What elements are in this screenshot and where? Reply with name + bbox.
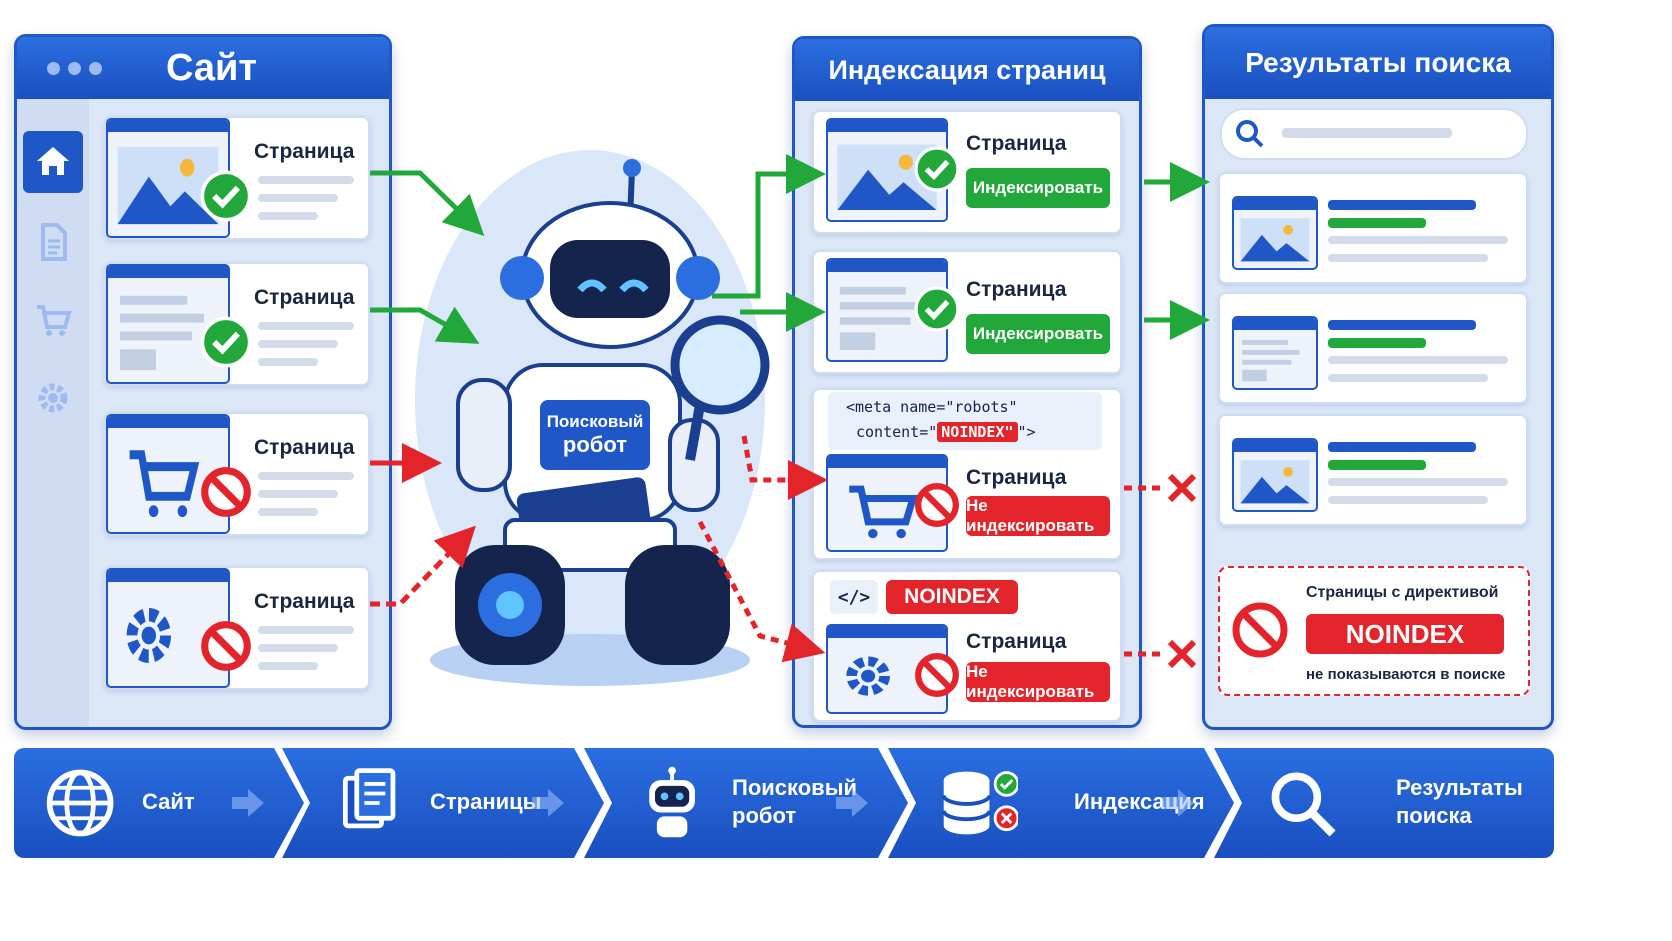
chevron-right-icon <box>832 783 872 823</box>
image-icon <box>1240 218 1310 262</box>
window-dots <box>47 61 102 75</box>
noindex-button[interactable]: Не индексировать <box>966 662 1110 702</box>
page-thumbnail <box>1232 196 1318 270</box>
page-label: Страница <box>966 630 1067 653</box>
flow-step: Сайт <box>14 748 304 858</box>
results-panel-header: Результаты поиска <box>1205 27 1551 99</box>
index-panel-title: Индексация страниц <box>828 54 1106 85</box>
check-icon <box>914 286 960 332</box>
text-page-icon <box>120 295 204 371</box>
flow-step-label: Результаты поиска <box>1396 775 1523 828</box>
chevron-right-icon <box>228 783 268 823</box>
chevron-right-icon <box>528 783 568 823</box>
page-thumbnail <box>1232 316 1318 390</box>
sidebar-item-settings[interactable] <box>31 373 75 423</box>
site-page-card[interactable]: Страница <box>104 116 370 240</box>
site-page-card[interactable]: Страница <box>104 566 370 690</box>
noindex-note-line1: Страницы с директивой <box>1306 584 1499 601</box>
flow-step-label: Страницы <box>430 789 542 814</box>
robot-illustration: Поисковый робот <box>400 100 780 700</box>
no-entry-icon <box>915 483 959 527</box>
results-search-input[interactable] <box>1220 108 1528 160</box>
globe-icon <box>42 763 122 843</box>
chevron-right-icon <box>1158 783 1198 823</box>
site-panel-header: Сайт <box>17 37 389 99</box>
search-result-card[interactable] <box>1218 414 1528 526</box>
search-result-card[interactable] <box>1218 172 1528 284</box>
noindex-note: Страницы с директивой NOINDEX не показыв… <box>1218 566 1530 696</box>
results-panel-title: Результаты поиска <box>1245 47 1511 78</box>
site-page-card[interactable]: Страница <box>104 262 370 386</box>
search-placeholder-bar <box>1282 128 1452 138</box>
noindex-note-line2: не показываются в поиске <box>1306 666 1506 683</box>
meta-line1: <meta name="robots" <box>846 398 1018 416</box>
search-icon <box>1236 120 1264 148</box>
site-sidebar <box>17 99 89 727</box>
flow-step: Индексация <box>888 748 1234 858</box>
noindex-button[interactable]: Не индексировать <box>966 496 1110 536</box>
flow-step-label: Поисковый робот <box>732 775 858 828</box>
flow-step: Поисковый робот <box>584 748 908 858</box>
sidebar-item-document[interactable] <box>31 217 75 267</box>
page-label: Страница <box>254 286 355 309</box>
image-icon <box>117 146 219 225</box>
meta-line2-suffix: "> <box>1017 423 1036 441</box>
page-label: Страница <box>254 436 355 459</box>
no-entry-icon <box>1232 602 1288 658</box>
cart-icon <box>37 305 72 336</box>
text-page-icon <box>839 287 923 350</box>
flow-step: Страницы <box>282 748 604 858</box>
search-icon <box>1271 772 1336 837</box>
check-icon <box>200 316 252 368</box>
robot-badge-line1: Поисковый <box>546 412 644 431</box>
sidebar-item-cart[interactable] <box>31 295 75 345</box>
meta-noindex-highlight: NOINDEX" <box>937 422 1018 442</box>
index-button[interactable]: Индексировать <box>966 314 1110 354</box>
index-button[interactable]: Индексировать <box>966 168 1110 208</box>
page-label: Страница <box>254 140 355 163</box>
sidebar-item-home[interactable] <box>23 131 83 193</box>
meta-robots-code: <meta name="robots" content=" NOINDEX" "… <box>828 392 1102 450</box>
text-page-icon <box>1242 339 1300 382</box>
flow-step-label: Сайт <box>142 789 195 814</box>
meta-line2-prefix: content=" <box>856 423 938 441</box>
page-label: Страница <box>254 590 355 613</box>
database-icon <box>938 763 1018 843</box>
no-entry-icon <box>201 621 251 671</box>
robot-badge-line2: робот <box>562 432 628 457</box>
noindex-tag: NOINDEX <box>886 580 1018 614</box>
check-icon <box>200 170 252 222</box>
image-icon <box>1240 460 1310 504</box>
documents-icon <box>332 763 412 843</box>
site-panel-title: Сайт <box>166 46 258 89</box>
gear-icon <box>846 656 890 696</box>
page-thumbnail <box>106 264 230 384</box>
code-tag-icon: </> <box>830 580 878 614</box>
gear-icon <box>126 608 171 663</box>
index-panel-header: Индексация страниц <box>795 39 1139 101</box>
page-label: Страница <box>966 132 1067 155</box>
page-label: Страница <box>966 278 1067 301</box>
page-label: Страница <box>966 466 1067 489</box>
page-thumbnail <box>1232 438 1318 512</box>
gear-icon <box>38 383 68 413</box>
document-icon <box>41 223 67 261</box>
no-entry-icon <box>201 467 251 517</box>
noindex-note-badge: NOINDEX <box>1306 614 1504 654</box>
check-icon <box>914 146 960 192</box>
meta-line2: content=" NOINDEX" "> <box>856 422 1036 442</box>
no-entry-icon <box>915 653 959 697</box>
cart-icon <box>129 450 200 518</box>
search-result-card[interactable] <box>1218 292 1528 404</box>
cart-icon <box>849 485 918 539</box>
home-icon <box>37 147 69 175</box>
blocked-x-icons <box>1167 473 1197 669</box>
flow-step: Результаты поиска <box>1214 748 1554 858</box>
site-page-card[interactable]: Страница <box>104 412 370 536</box>
robot-badge: Поисковый робот <box>540 400 650 470</box>
robot-icon <box>634 763 714 843</box>
